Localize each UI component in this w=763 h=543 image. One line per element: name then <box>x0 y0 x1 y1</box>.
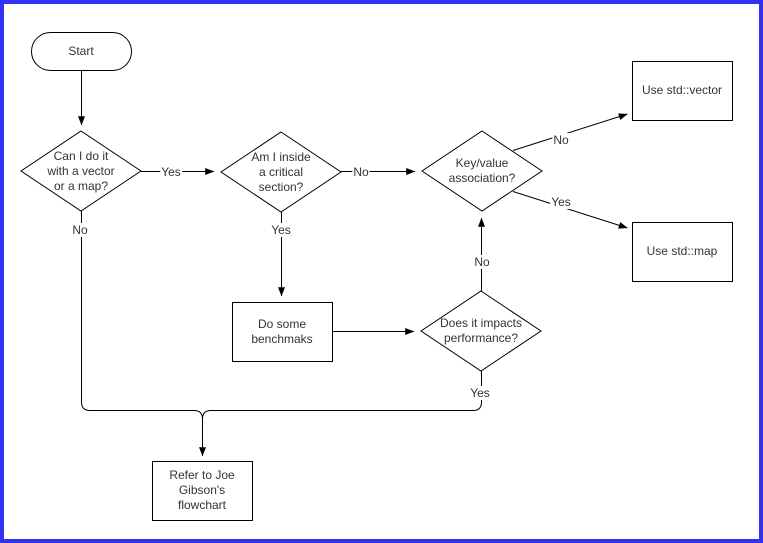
edge-keyvalue-no-to-vector <box>512 113 628 151</box>
edges <box>78 70 628 457</box>
start-node-shape <box>31 32 132 71</box>
edge-label-critical-no: No <box>352 165 370 179</box>
use-std-vector-shape <box>632 61 733 121</box>
edge-label-keyvalue-yes: Yes <box>550 195 572 209</box>
node-shapes <box>20 32 733 521</box>
do-benchmarks-shape <box>232 302 333 362</box>
edge-performance-yes-path <box>202 371 482 420</box>
edge-label-performance-yes: Yes <box>469 386 491 400</box>
use-std-map-shape <box>632 222 733 282</box>
vector-map-decision-shape <box>20 130 142 212</box>
edge-label-keyvalue-no: No <box>552 133 570 147</box>
edge-label-vector-map-no: No <box>71 223 89 237</box>
key-value-decision-shape <box>421 130 543 212</box>
gibson-flowchart-shape <box>152 461 253 521</box>
performance-decision-shape <box>420 290 542 372</box>
critical-section-decision-shape <box>220 131 342 213</box>
edge-label-performance-no: No <box>473 255 491 269</box>
edge-label-critical-yes: Yes <box>270 223 292 237</box>
edge-label-vector-map-yes: Yes <box>160 165 182 179</box>
edge-keyvalue-yes-to-map <box>512 191 628 229</box>
edge-vector-map-no-path <box>81 211 203 420</box>
